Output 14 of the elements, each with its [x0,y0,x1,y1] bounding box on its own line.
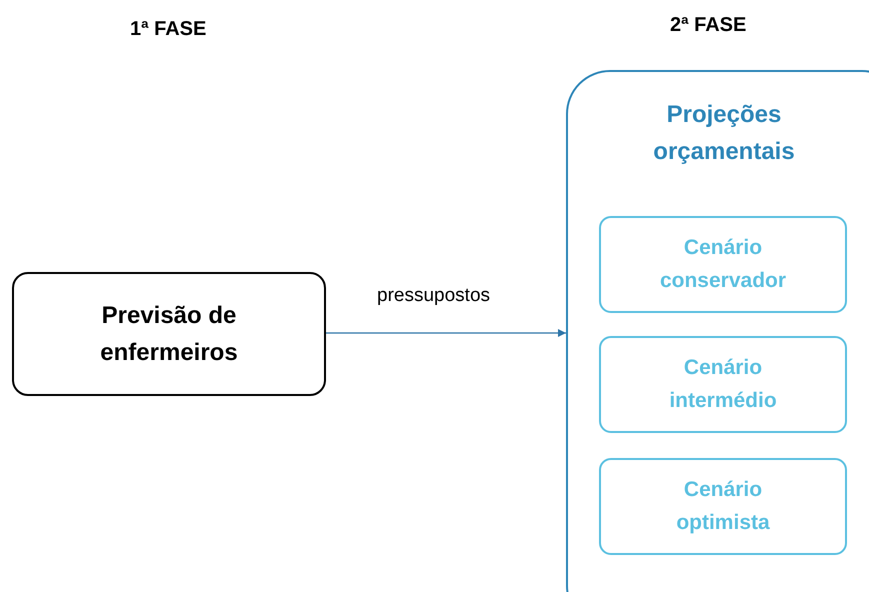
phase-heading: 2ª FASE [670,14,746,37]
scenario-box [599,458,847,555]
edge-label: pressupostos [377,285,490,307]
phase-heading: 1ª FASE [130,18,206,41]
node-text: Cenário conservador [658,234,788,294]
process-box [12,272,326,396]
node-text: Cenário intermédio [668,354,778,414]
group-title: Projeções orçamentais [652,100,796,168]
node-text: Previsão de enfermeiros [99,300,239,368]
group-box [566,70,869,592]
scenario-box [599,336,847,433]
arrow [326,329,566,337]
scenario-box [599,216,847,313]
node-text: Cenário optimista [675,476,771,536]
